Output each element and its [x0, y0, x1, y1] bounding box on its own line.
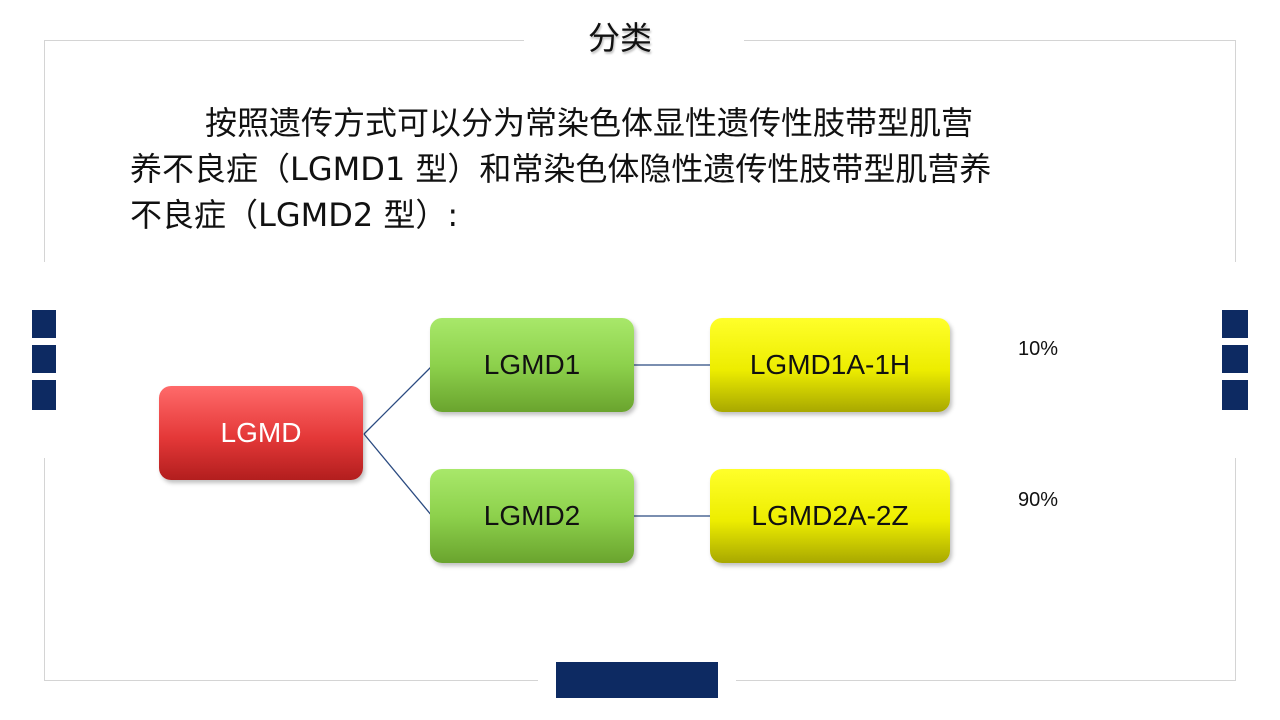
paragraph-line-1: 按照遗传方式可以分为常染色体显性遗传性肢带型肌营 [205, 104, 974, 142]
deco-block-right-1 [1222, 310, 1248, 338]
deco-block-left-1 [32, 310, 56, 338]
paragraph-line-3: 不良症（LGMD2 型）: [130, 196, 459, 234]
intro-paragraph: 按照遗传方式可以分为常染色体显性遗传性肢带型肌营 养不良症（LGMD1 型）和常… [130, 100, 1130, 238]
paragraph-line-2: 养不良症（LGMD1 型）和常染色体隐性遗传性肢带型肌营养 [130, 150, 992, 188]
deco-block-right-3 [1222, 380, 1248, 410]
node-lgmd1a-1h: LGMD1A-1H [710, 318, 950, 412]
node-lgmd2a-2z: LGMD2A-2Z [710, 469, 950, 563]
frame-bottom-left [44, 680, 538, 681]
node-lgmd-root: LGMD [159, 386, 363, 480]
node-lgmd1: LGMD1 [430, 318, 634, 412]
percentage-lgmd1: 10% [1018, 338, 1059, 360]
node-lgmd2: LGMD2 [430, 469, 634, 563]
percentage-lgmd2: 90% [1018, 489, 1059, 511]
frame-top-left [44, 40, 524, 41]
connector-root-lgmd1 [363, 365, 433, 435]
deco-bottom-bar [556, 662, 718, 698]
deco-block-right-2 [1222, 345, 1248, 373]
frame-top-right [744, 40, 1236, 41]
deco-block-left-2 [32, 345, 56, 373]
deco-block-left-3 [32, 380, 56, 410]
frame-right-upper [1235, 40, 1236, 262]
frame-right-lower [1235, 458, 1236, 680]
frame-bottom-right [736, 680, 1236, 681]
connector-root-lgmd2 [363, 433, 433, 517]
frame-left-lower [44, 458, 45, 680]
frame-left-upper [44, 40, 45, 262]
slide-title: 分类 [587, 19, 652, 57]
